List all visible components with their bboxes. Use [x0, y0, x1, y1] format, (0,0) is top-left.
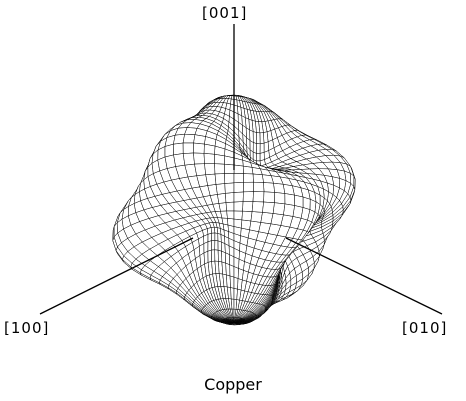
- surface-facet: [242, 191, 254, 202]
- surface-facet: [256, 143, 261, 154]
- surface-facet: [259, 142, 265, 154]
- surface-facet: [225, 262, 231, 277]
- surface-facet: [227, 218, 235, 227]
- surface-facet: [252, 131, 257, 144]
- surface-facet: [272, 202, 286, 216]
- surface-facet: [229, 275, 235, 289]
- surface-facet: [220, 210, 228, 219]
- surface-facet: [214, 232, 219, 242]
- surface-facet: [193, 152, 205, 165]
- surface-facet: [225, 192, 235, 203]
- surface-facet: [224, 182, 235, 194]
- surface-facet: [204, 163, 216, 175]
- surface-facet: [225, 252, 230, 266]
- surface-facet: [214, 249, 219, 262]
- surface-facet: [203, 250, 209, 265]
- axis-100-line: [39, 237, 194, 315]
- surface-facet: [233, 210, 243, 221]
- surface-facet: [182, 142, 194, 154]
- axis-label-010: [010]: [402, 319, 448, 337]
- surface-facet: [241, 210, 253, 222]
- surface-facet: [273, 182, 286, 194]
- surface-facet: [193, 142, 205, 154]
- surface-facet: [173, 142, 184, 156]
- surface-facet: [182, 133, 196, 144]
- surface-facet: [284, 193, 295, 206]
- surface-facet: [226, 210, 235, 220]
- surface-facet: [243, 181, 254, 193]
- surface-facet: [251, 201, 264, 213]
- surface-facet: [193, 134, 206, 145]
- surface-facet: [230, 287, 235, 300]
- surface-facet: [252, 191, 265, 203]
- surface-facet: [253, 181, 265, 193]
- surface-facet: [194, 163, 206, 176]
- surface-facet: [214, 163, 225, 175]
- surface-facet: [211, 240, 216, 251]
- surface-facet: [205, 173, 217, 186]
- surface-facet: [207, 240, 212, 252]
- surface-facet: [233, 173, 244, 184]
- surface-facet: [214, 173, 226, 185]
- crystal-axes: [39, 24, 443, 315]
- surface-facet: [256, 132, 261, 145]
- surface-facet: [203, 153, 215, 164]
- surface-facet: [252, 142, 257, 154]
- surface-facet: [211, 232, 216, 241]
- surface-facet: [233, 201, 244, 212]
- surface-facet: [263, 182, 275, 193]
- surface-facet: [217, 240, 222, 252]
- surface-facet: [233, 182, 244, 193]
- surface-facet: [233, 164, 244, 174]
- axis-label-100: [100]: [4, 319, 50, 337]
- surface-facet: [242, 165, 254, 175]
- surface-facet: [233, 191, 244, 203]
- surface-facet: [262, 201, 275, 214]
- surface-facet: [243, 173, 254, 183]
- surface-facet: [241, 219, 252, 231]
- surface-body: [112, 94, 356, 326]
- surface-facet: [203, 143, 216, 155]
- surface-facet: [274, 192, 286, 205]
- surface-facet: [207, 249, 212, 263]
- surface-facet: [207, 232, 212, 243]
- surface-facet: [182, 152, 195, 166]
- surface-facet: [259, 132, 265, 145]
- surface-facet: [242, 201, 254, 212]
- surface-facet: [229, 264, 235, 278]
- surface-facet: [217, 193, 227, 204]
- axis-label-001: [001]: [202, 4, 248, 22]
- surface-facet: [283, 203, 295, 217]
- surface-facet: [211, 249, 216, 262]
- surface-facet: [250, 211, 263, 223]
- surface-facet: [215, 183, 226, 195]
- surface-facet: [218, 202, 227, 212]
- axis-010-line: [285, 237, 443, 315]
- figure-caption: Copper: [204, 375, 262, 394]
- surface-facet: [214, 240, 219, 251]
- surface-facet: [224, 163, 235, 174]
- surface-facet: [263, 191, 275, 203]
- surface-facet: [224, 173, 235, 184]
- surface-facet: [214, 154, 225, 165]
- surface-facet: [252, 173, 264, 183]
- surface-facet: [233, 218, 243, 229]
- surface-facet: [225, 201, 235, 212]
- surface-facet: [173, 153, 186, 167]
- surface-facet: [256, 153, 261, 162]
